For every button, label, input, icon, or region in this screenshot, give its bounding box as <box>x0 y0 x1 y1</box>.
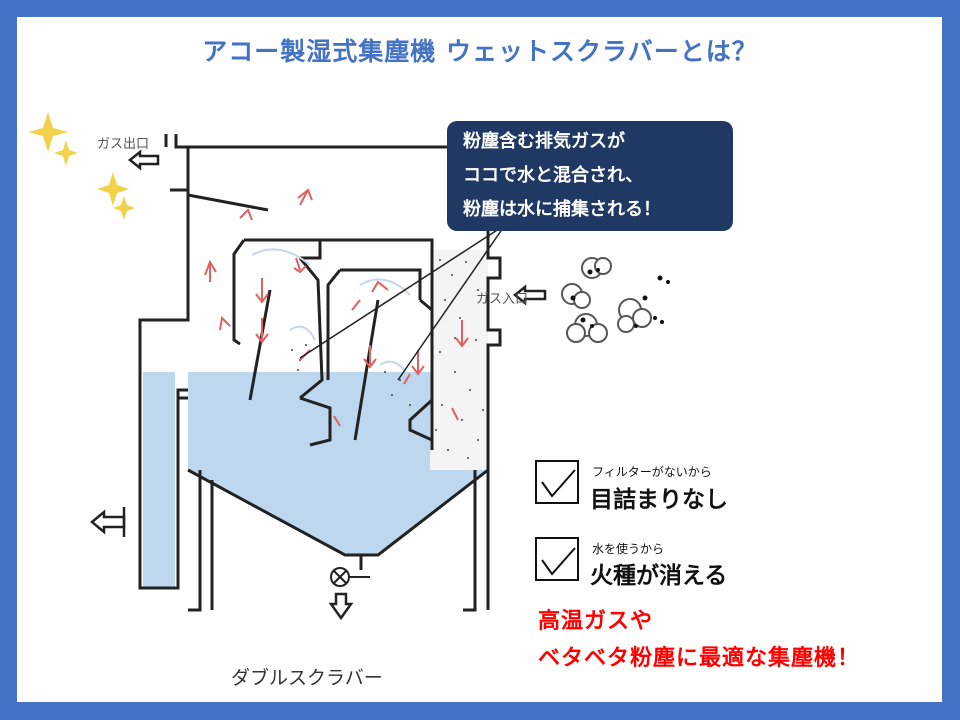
gas-outlet-arrow-icon <box>127 149 160 171</box>
gas-inlet-arrow-icon <box>512 284 547 306</box>
callout-pointers <box>299 224 506 381</box>
diagram-caption: ダブルスクラバー <box>231 667 383 689</box>
feature-1-text: 目詰まりなし <box>590 487 728 513</box>
sparkle-icon <box>28 112 135 220</box>
callout-box: 粉塵含む排気ガスが ココで水と混合され、 粉塵は水に捕集される！ <box>447 121 733 231</box>
dust-cloud-icon <box>561 257 652 343</box>
conclusion-line-1: 高温ガスや <box>538 609 654 634</box>
liquid-outlet-arrow-icon <box>90 509 126 535</box>
internal-flow-arrows <box>204 188 469 427</box>
dust-zone <box>430 250 488 470</box>
drain-valve-icon <box>330 567 370 587</box>
swirl-marks <box>251 248 411 376</box>
callout-line-3: 粉塵は水に捕集される！ <box>463 199 661 220</box>
conclusion-line-2: ベタベタ粉塵に最適な集塵機！ <box>538 646 861 671</box>
feature-2-text: 火種が消える <box>590 563 728 589</box>
feature-1-note: フィルターがないから <box>592 465 712 479</box>
column-water <box>143 372 175 588</box>
callout-line-1: 粉塵含む排気ガスが <box>463 131 625 152</box>
feature-2-note: 水を使うから <box>592 542 665 556</box>
feature-2-checkbox <box>535 537 579 581</box>
callout-line-2: ココで水と混合され、 <box>463 165 644 186</box>
page-title: アコー製湿式集塵機 ウェットスクラバーとは？ <box>202 37 758 66</box>
checkmark-icon <box>541 469 576 576</box>
feature-1-checkbox <box>535 460 579 504</box>
gas-outlet-label: ガス出口 <box>97 137 150 152</box>
gas-inlet-label: ガス入口 <box>476 292 529 307</box>
dust-dots <box>570 268 670 328</box>
drain-arrow-icon <box>328 592 354 621</box>
flow-arrows <box>90 149 547 621</box>
